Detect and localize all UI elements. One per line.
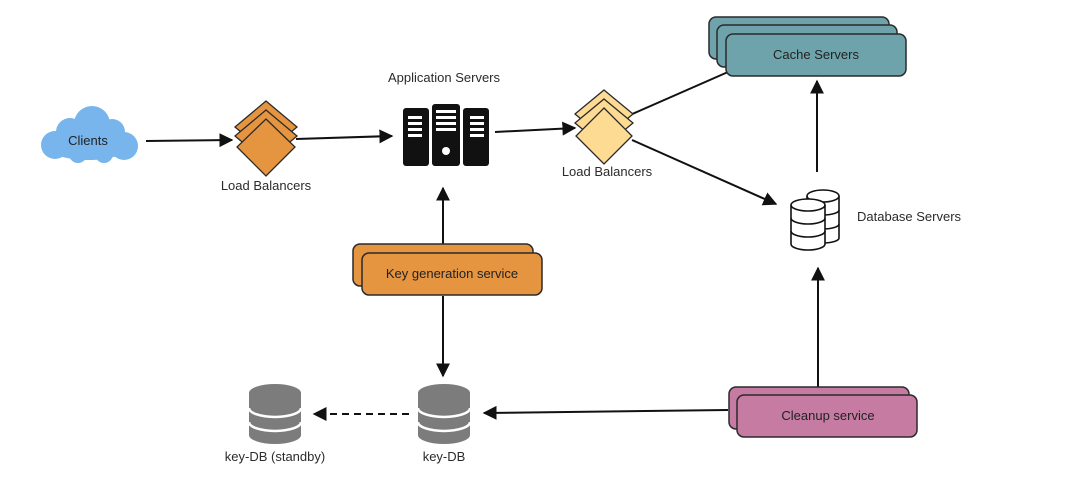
database-outline-icon: [790, 189, 840, 251]
stacked-box-icon: [708, 16, 907, 77]
edge-lb1-to-app-servers: [295, 129, 394, 144]
edge-app-servers-to-lb2: [494, 121, 577, 136]
cache-servers-node[interactable]: Cache Servers: [708, 16, 907, 77]
stacked-box-icon: [728, 386, 918, 438]
key-db-node[interactable]: key-DB: [416, 384, 472, 464]
database-servers-node[interactable]: Database Servers: [790, 189, 962, 251]
load-balancers-2-node[interactable]: Load Balancers: [562, 89, 653, 179]
cache-servers-label: Cache Servers: [773, 47, 859, 62]
application-servers-node[interactable]: Application Servers: [388, 70, 500, 166]
cleanup-service-label: Cleanup service: [781, 408, 874, 423]
cleanup-service-node[interactable]: Cleanup service: [728, 386, 918, 438]
edge-clients-to-lb1: [145, 133, 234, 148]
key-db-label: key-DB: [423, 449, 466, 464]
load-balancer-icon: [573, 89, 635, 165]
clients-node[interactable]: Clients: [41, 106, 138, 163]
key-db-standby-node[interactable]: key-DB (standby): [225, 384, 325, 464]
edge-lb2-to-cache: [629, 71, 729, 116]
load-balancer-icon: [233, 100, 299, 177]
edge-cleanup-to-key-db: [482, 405, 729, 420]
cloud-icon: [41, 106, 138, 163]
server-rack-icon: [403, 104, 489, 166]
clients-label: Clients: [68, 133, 108, 148]
application-servers-label: Application Servers: [388, 70, 500, 85]
database-icon: [247, 384, 303, 444]
key-generation-service-label: Key generation service: [386, 266, 518, 281]
database-servers-label: Database Servers: [857, 209, 962, 224]
edges: [145, 71, 825, 421]
stacked-box-icon: [352, 243, 543, 296]
load-balancers-2-label: Load Balancers: [562, 164, 653, 179]
load-balancers-1-node[interactable]: Load Balancers: [221, 100, 312, 193]
load-balancers-1-label: Load Balancers: [221, 178, 312, 193]
edge-lb2-to-database: [631, 139, 778, 206]
database-icon: [416, 384, 472, 444]
key-db-standby-label: key-DB (standby): [225, 449, 325, 464]
key-generation-service-node[interactable]: Key generation service: [352, 243, 543, 296]
